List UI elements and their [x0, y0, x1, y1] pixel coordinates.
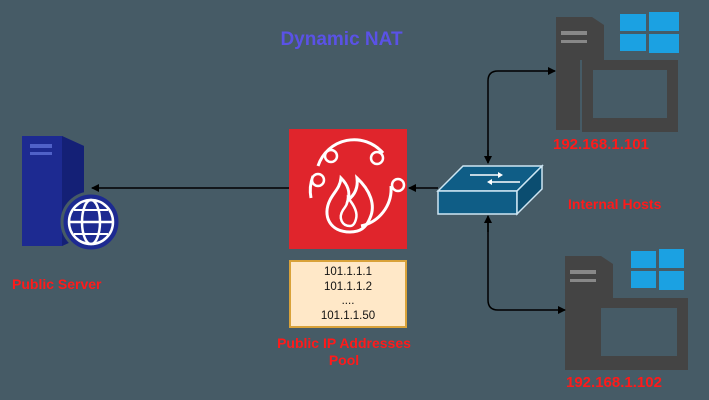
- ip-pool-box: 101.1.1.1 101.1.1.2 .... 101.1.1.50: [289, 260, 407, 328]
- host1-ip-label: 192.168.1.101: [553, 136, 649, 153]
- pool-address: 101.1.1.50: [320, 309, 376, 322]
- public-server-icon: [22, 136, 122, 253]
- connector-switch-host2: [484, 215, 566, 314]
- ip-pool-label-line1: Public IP Addresses: [277, 335, 411, 351]
- diagram-title: Dynamic NAT: [280, 29, 403, 50]
- switch-icon: [436, 164, 544, 216]
- connector-switch-host1: [484, 67, 556, 164]
- firewall-icon: [289, 129, 407, 249]
- windows-workstation-icon: [556, 12, 679, 132]
- pool-address: ....: [341, 295, 355, 307]
- public-server-label: Public Server: [12, 276, 102, 292]
- internal-hosts-label: Internal Hosts: [568, 196, 662, 212]
- pool-address: 101.1.1.1: [324, 266, 372, 278]
- windows-workstation-icon: [565, 249, 688, 370]
- ip-pool-label-line2: Pool: [328, 352, 360, 368]
- host2-ip-label: 192.168.1.102: [566, 374, 662, 391]
- pool-address: 101.1.1.2: [324, 280, 372, 293]
